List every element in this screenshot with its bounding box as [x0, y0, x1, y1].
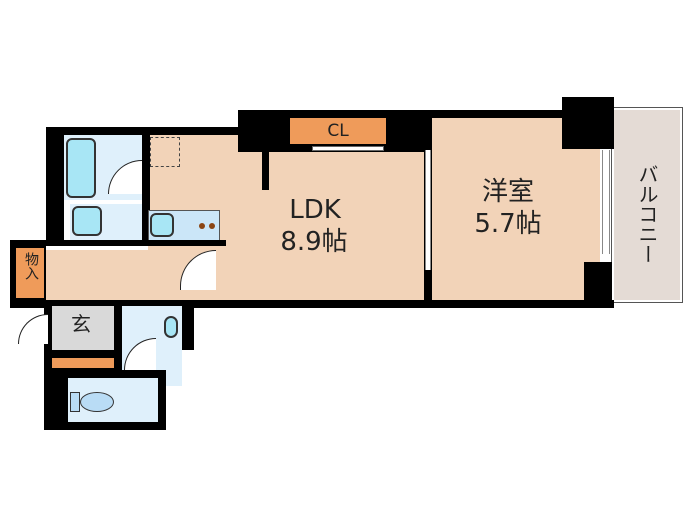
entrance	[52, 306, 114, 350]
ldk-size: 8.9帖	[280, 227, 348, 257]
storage-label: 物入	[23, 252, 39, 280]
wall-bath-divider	[142, 135, 150, 245]
western-room-wall-block-bottom	[584, 262, 612, 304]
closet-label: CL	[327, 121, 349, 141]
balcony-label: バルコニー	[635, 164, 659, 264]
wall-top-left	[46, 127, 240, 135]
wall-stub	[262, 150, 269, 190]
washing-machine	[72, 206, 102, 236]
toilet-tank	[70, 392, 80, 412]
western-room-wall-block-top	[562, 97, 614, 149]
western-room-name: 洋室	[481, 177, 534, 207]
shoe-cabinet	[52, 358, 114, 368]
balcony-window[interactable]	[602, 150, 610, 254]
storage	[16, 248, 44, 298]
wall-left-upper	[46, 127, 64, 242]
wall-kitchen	[46, 240, 226, 246]
entrance-door[interactable]	[18, 314, 48, 344]
stove-burner-icon	[199, 223, 205, 229]
ldk-sliding-door[interactable]	[425, 150, 431, 270]
entrance-label: 玄	[71, 312, 91, 336]
closet-door[interactable]	[312, 146, 384, 151]
bathtub	[66, 138, 96, 198]
balcony	[611, 107, 683, 303]
wall-bottom	[10, 300, 614, 308]
kitchen-sink	[150, 213, 174, 237]
closet	[290, 118, 386, 144]
wall-top-right	[426, 110, 566, 118]
kitchen-vent-icon	[150, 137, 180, 167]
wash-basin	[164, 316, 178, 338]
western-room-size: 5.7帖	[474, 209, 542, 239]
stove-burner-icon	[209, 223, 215, 229]
ldk-name: LDK	[289, 195, 341, 225]
toilet-icon	[80, 392, 114, 412]
